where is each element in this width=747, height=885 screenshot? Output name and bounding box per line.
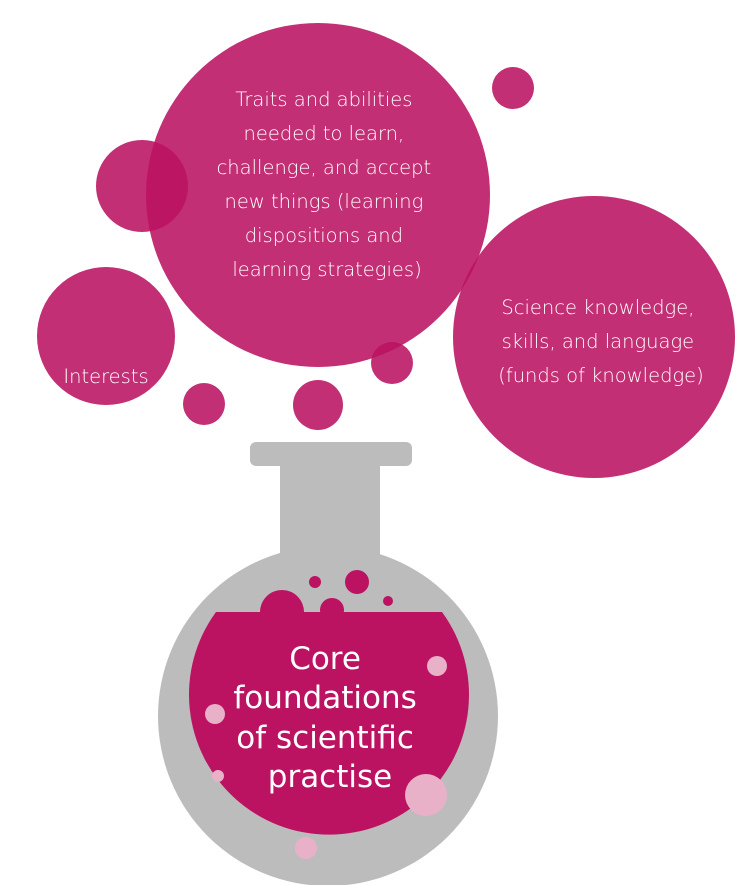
label-line: Science knowledge, bbox=[501, 296, 694, 319]
interests-bubble bbox=[37, 267, 175, 405]
flask-rim bbox=[250, 442, 412, 466]
flask-liquid-bubbles bbox=[205, 570, 447, 859]
interests-label: Interests bbox=[63, 365, 148, 388]
small-bubble bbox=[293, 380, 343, 430]
pale-bubble bbox=[295, 837, 317, 859]
label-line: challenge, and accept bbox=[217, 156, 432, 179]
label-line: (funds of knowledge) bbox=[498, 364, 704, 387]
flask-liquid bbox=[189, 612, 469, 835]
small-bubble bbox=[183, 383, 225, 425]
label-line: skills, and language bbox=[502, 330, 695, 353]
label-line: dispositions and bbox=[245, 224, 403, 247]
pale-bubble bbox=[405, 774, 447, 816]
funds-of-knowledge-label: Science knowledge, skills, and language … bbox=[498, 296, 704, 387]
label-line: Interests bbox=[63, 365, 148, 388]
label-line: needed to learn, bbox=[244, 122, 405, 145]
liquid-bubble bbox=[320, 598, 344, 622]
pale-bubble bbox=[212, 770, 224, 782]
pale-bubble bbox=[427, 656, 447, 676]
floating-bubbles bbox=[37, 23, 735, 478]
small-bubble bbox=[371, 342, 413, 384]
core-line: of scientific bbox=[236, 720, 414, 756]
learning-dispositions-label: Traits and abilities needed to learn, ch… bbox=[217, 88, 438, 281]
liquid-bubble bbox=[260, 590, 304, 634]
small-bubble bbox=[492, 67, 534, 109]
core-line: practise bbox=[268, 759, 392, 795]
label-line: new things (learning bbox=[224, 190, 423, 213]
core-line: foundations bbox=[233, 680, 416, 716]
learning-dispositions-bubble bbox=[146, 23, 490, 367]
liquid-bubble bbox=[345, 570, 369, 594]
funds-of-knowledge-bubble bbox=[453, 196, 735, 478]
label-line: Traits and abilities bbox=[235, 88, 412, 111]
pale-bubble bbox=[205, 704, 225, 724]
label-line: learning strategies) bbox=[232, 258, 421, 281]
liquid-bubble bbox=[309, 576, 321, 588]
liquid-bubble bbox=[383, 596, 393, 606]
core-line: Core bbox=[289, 641, 361, 677]
core-foundations-label: Core foundations of scientific practise bbox=[233, 641, 426, 795]
